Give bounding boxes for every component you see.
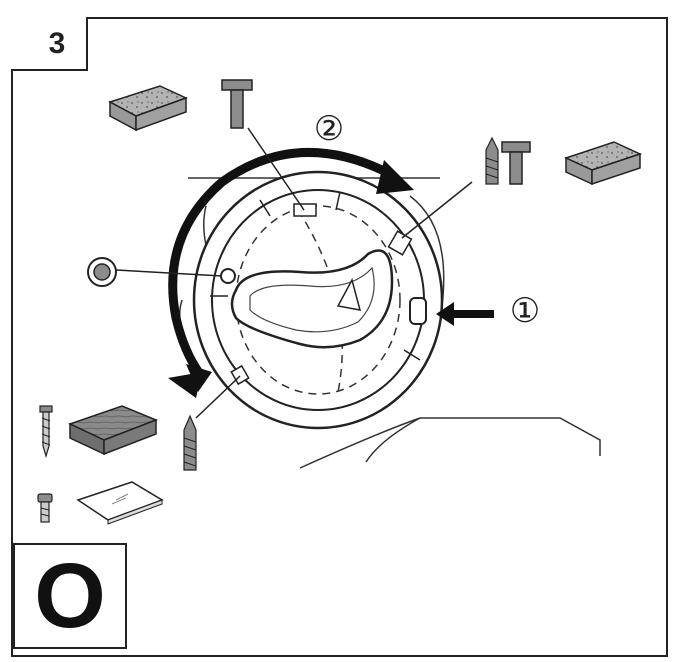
wood-screw-icon (39, 405, 53, 459)
mode-box (13, 543, 127, 649)
rotation-arrowhead-left-tip (168, 372, 202, 398)
position-mark-hammer (293, 203, 317, 217)
push-arrow (436, 302, 494, 326)
ring-washer-icon (87, 257, 117, 287)
rotation-arrowhead-right (376, 160, 414, 194)
sponge-block-icon (563, 141, 643, 186)
sponge-block-icon (108, 85, 188, 132)
wooden-board-icon (68, 405, 159, 456)
callout-2: ② (313, 109, 345, 149)
callout-1: ① (509, 291, 541, 331)
hammer-icon (221, 79, 253, 129)
leader-lines (115, 127, 473, 419)
masonry-drill-icon (183, 414, 197, 471)
dial-pointer (336, 277, 362, 311)
bolt-icon (37, 493, 53, 523)
dial-grip-inner (249, 266, 375, 333)
release-button (409, 297, 427, 325)
position-mark-washer (220, 268, 236, 284)
thin-sheet-icon (76, 481, 164, 525)
rotation-arrow (168, 148, 397, 377)
position-mark-drill (230, 364, 250, 386)
drill-and-hammer-icon (485, 136, 531, 185)
step-number: 3 (48, 27, 66, 60)
mode-letter: O (34, 545, 106, 647)
